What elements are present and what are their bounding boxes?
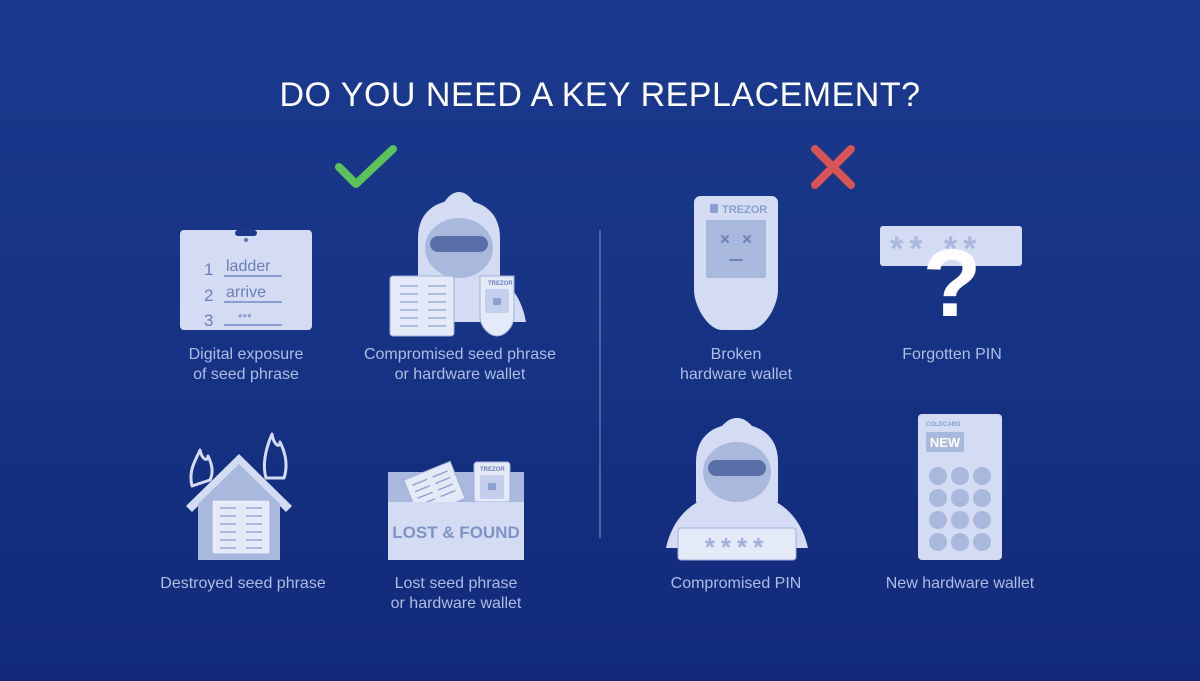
- burning-house-icon: [186, 432, 292, 560]
- check-icon: [335, 145, 397, 188]
- caption-broken-wallet: Broken hardware wallet: [679, 346, 793, 383]
- seed-number-3: 3: [204, 311, 213, 330]
- caption-digital-exposure: Digital exposure of seed phrase: [188, 346, 304, 383]
- cross-icon: [811, 145, 855, 189]
- caption-compromised-seed: Compromised seed phrase or hardware wall…: [363, 346, 557, 383]
- seed-word-2: arrive: [226, 284, 266, 301]
- forgotten-pin-icon: ** ** ?: [880, 226, 1022, 322]
- page-title: DO YOU NEED A KEY REPLACEMENT?: [279, 76, 921, 114]
- thief-device-label: TREZOR: [488, 281, 513, 287]
- laptop-seed-phrase-icon: 1 ladder 2 arrive 3 •••: [180, 230, 312, 330]
- caption-destroyed-seed: Destroyed seed phrase: [160, 575, 326, 592]
- pin-thief-mask: ****: [705, 532, 769, 562]
- forgotten-pin-mask: ** **: [890, 230, 982, 268]
- column-divider: [599, 230, 601, 538]
- device-brand: COLDCARD: [926, 422, 961, 428]
- new-device-icon: COLDCARD NEW: [918, 414, 1002, 560]
- pin-thief-icon: ****: [666, 418, 808, 562]
- lost-found-box-icon: TREZOR LOST & FOUND: [388, 460, 524, 560]
- broken-device-icon: TREZOR: [694, 196, 778, 330]
- seed-number-1: 1: [204, 260, 213, 279]
- hooded-thief-icon: TREZOR: [389, 192, 526, 337]
- caption-lost-seed: Lost seed phrase or hardware wallet: [390, 575, 522, 612]
- caption-forgotten-pin: Forgotten PIN: [902, 346, 1002, 363]
- seed-word-1: ladder: [226, 258, 271, 275]
- question-mark-icon: ?: [923, 230, 982, 322]
- broken-device-label: TREZOR: [722, 204, 767, 216]
- seed-word-3: •••: [238, 308, 252, 323]
- lost-found-label: LOST & FOUND: [392, 523, 520, 542]
- new-badge: NEW: [930, 435, 961, 450]
- caption-compromised-pin: Compromised PIN: [670, 575, 802, 592]
- seed-number-2: 2: [204, 286, 213, 305]
- caption-new-wallet: New hardware wallet: [885, 575, 1035, 592]
- box-device-label: TREZOR: [480, 467, 505, 473]
